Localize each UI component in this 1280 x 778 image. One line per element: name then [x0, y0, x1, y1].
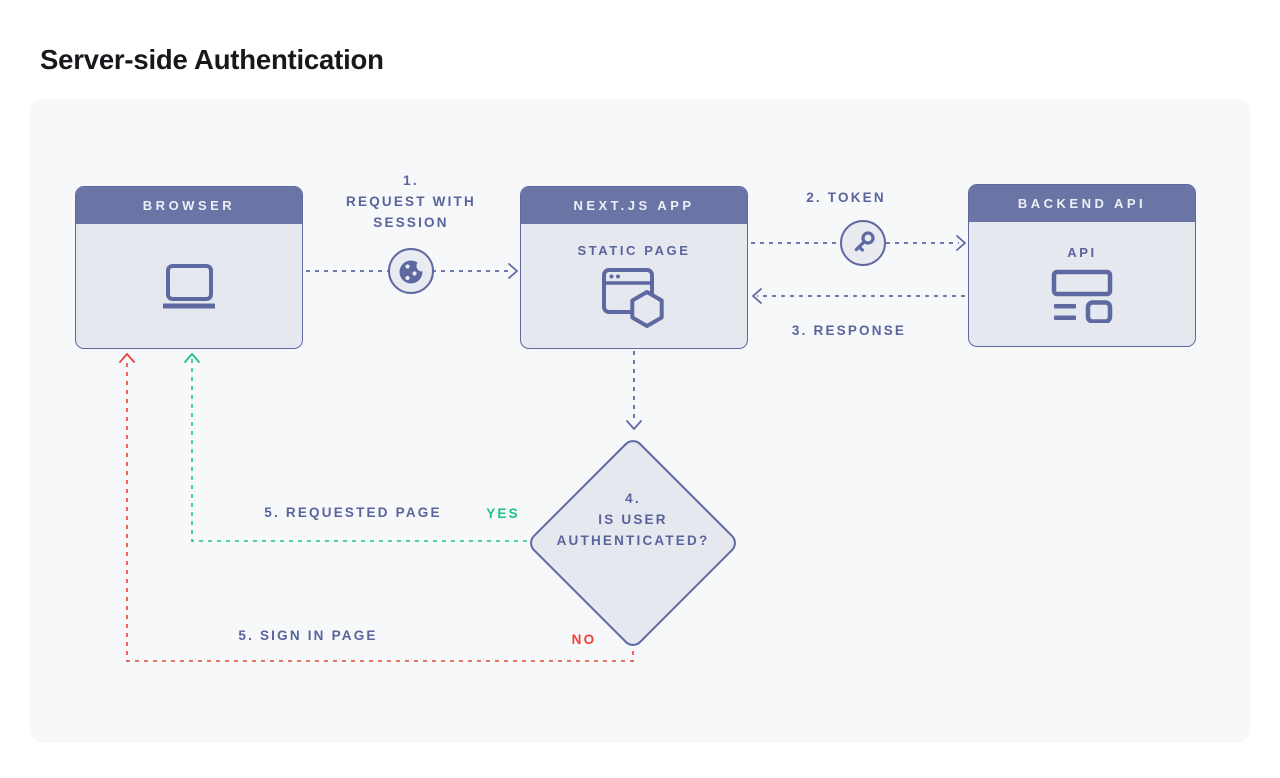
response-label: 3. RESPONSE [791, 323, 907, 338]
token-label: 2. TOKEN [806, 190, 886, 205]
no-tag: NO [571, 632, 597, 647]
request-label: 1. REQUEST WITH SESSION [346, 170, 476, 233]
backend-node-header: BACKEND API [969, 185, 1195, 222]
nextjs-node: NEXT.JS APP STATIC PAGE [520, 186, 748, 349]
decision-label-line2: IS USER [598, 512, 668, 527]
browser-node-body [76, 224, 302, 348]
api-icon [1051, 269, 1113, 323]
requested-page-label: 5. REQUESTED PAGE [264, 505, 442, 520]
request-label-line2: REQUEST WITH [346, 194, 476, 209]
backend-node-body: API [969, 222, 1195, 346]
request-label-line3: SESSION [373, 215, 449, 230]
sign-in-page-label: 5. SIGN IN PAGE [238, 628, 378, 643]
browser-node: BROWSER [75, 186, 303, 349]
static-page-icon [602, 268, 664, 328]
nextjs-node-header: NEXT.JS APP [521, 187, 747, 224]
decision-label-line3: AUTHENTICATED? [556, 533, 710, 548]
backend-node-subtitle: API [1067, 245, 1097, 260]
laptop-icon [163, 264, 215, 309]
backend-node: BACKEND API API [968, 184, 1196, 347]
request-label-line1: 1. [403, 173, 419, 188]
browser-node-header: BROWSER [76, 187, 302, 224]
decision-label-line1: 4. [625, 491, 641, 506]
nextjs-node-subtitle: STATIC PAGE [577, 243, 691, 258]
page-title: Server-side Authentication [40, 44, 384, 75]
decision-label: 4. IS USER AUTHENTICATED? [557, 488, 710, 551]
nextjs-node-body: STATIC PAGE [521, 224, 747, 348]
yes-tag: YES [486, 506, 520, 521]
